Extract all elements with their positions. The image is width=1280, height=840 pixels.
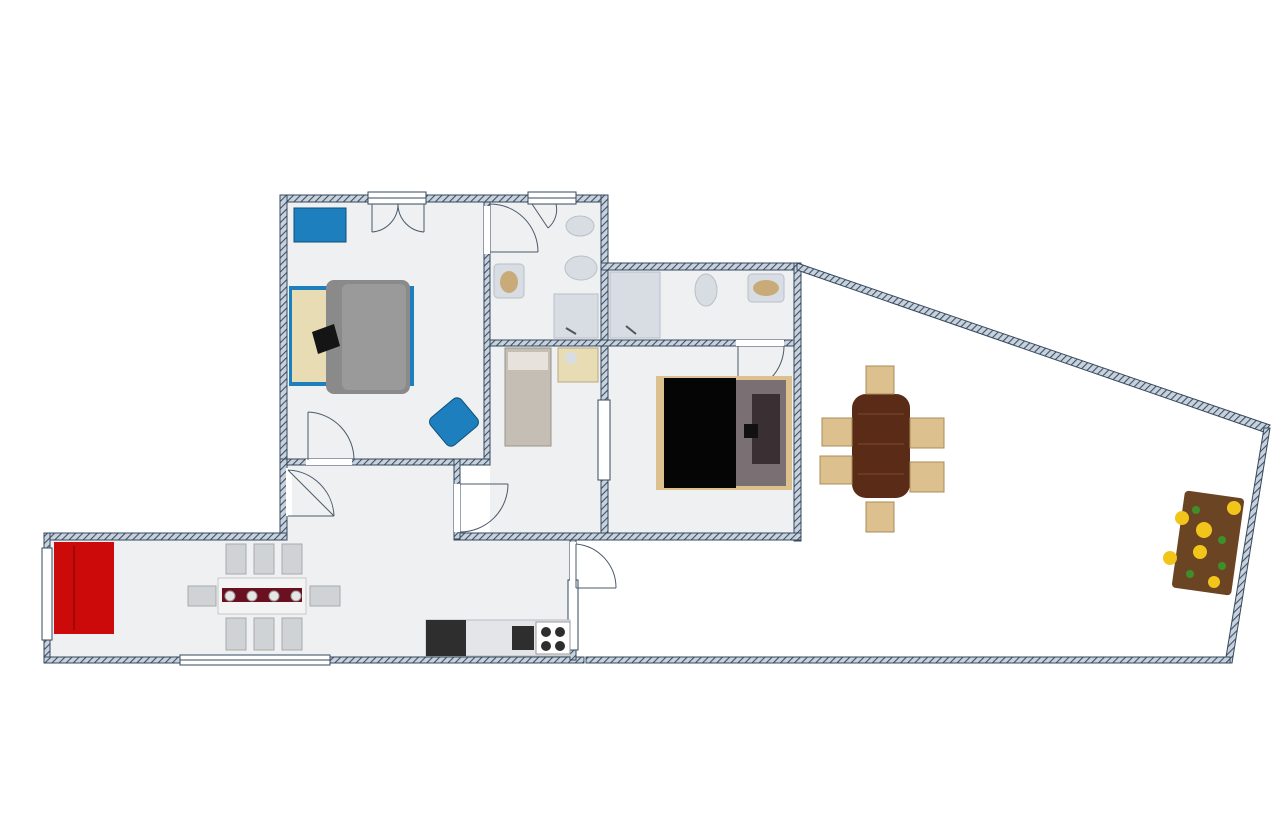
chair-icon <box>225 617 247 651</box>
window-icon <box>597 399 611 481</box>
flower-icon <box>1163 501 1241 588</box>
door-icon <box>371 203 425 233</box>
wall <box>279 458 288 540</box>
chair-icon <box>253 543 275 575</box>
door-icon <box>306 411 355 465</box>
chair-icon <box>819 455 853 485</box>
chair-icon <box>225 543 247 575</box>
dining-table-icon <box>217 577 307 615</box>
door-icon <box>454 483 509 533</box>
sofa-icon <box>54 542 114 634</box>
living-kitchen-furniture <box>54 542 571 657</box>
desk-icon <box>557 347 599 383</box>
wall <box>1224 427 1271 664</box>
chair-icon <box>253 617 275 651</box>
window-icon <box>367 191 427 205</box>
shower-icon <box>553 293 599 339</box>
wall <box>453 532 802 541</box>
windows <box>41 191 611 666</box>
doors <box>286 203 785 589</box>
door-icon <box>286 468 335 517</box>
fridge-icon <box>426 620 466 656</box>
bathroom-1-fixtures <box>493 215 599 339</box>
bathroom-2-fixtures <box>609 271 785 339</box>
wall <box>600 194 609 539</box>
planter-icon <box>1163 490 1245 596</box>
dining-table-icon <box>852 394 910 498</box>
single-bed-icon <box>504 347 552 447</box>
wall <box>600 262 802 271</box>
armchair-icon <box>429 397 479 447</box>
door-icon <box>570 542 617 589</box>
bedroom-1-furniture <box>289 207 479 447</box>
terrace-furniture <box>819 365 1245 596</box>
door-icon <box>484 203 539 254</box>
chair-icon <box>821 417 853 447</box>
shower-icon <box>609 271 661 339</box>
stove-icon <box>535 621 571 655</box>
chair-icon <box>909 417 945 449</box>
toilet-icon <box>564 255 598 281</box>
wall <box>585 656 1231 664</box>
chair-icon <box>865 501 895 533</box>
toilet-icon <box>565 215 595 237</box>
window-icon <box>527 191 577 205</box>
wall <box>43 532 288 541</box>
double-bed-icon <box>289 280 414 394</box>
chair-icon <box>281 617 303 651</box>
chair-icon <box>281 543 303 575</box>
bedroom-2-furniture <box>504 347 599 447</box>
desk-icon <box>293 207 347 243</box>
toilet-icon <box>694 273 718 307</box>
window-icon <box>179 654 331 666</box>
wall <box>793 262 802 542</box>
double-bed-icon <box>656 376 792 490</box>
chair-icon <box>909 461 945 493</box>
chair-icon <box>309 585 341 607</box>
walls <box>43 194 1271 664</box>
bedroom-3-furniture <box>656 376 792 490</box>
wall <box>279 194 288 466</box>
window-icon <box>41 547 53 641</box>
door-icon <box>531 203 558 229</box>
chair-icon <box>865 365 895 395</box>
chair-icon <box>187 585 217 607</box>
sink-icon <box>512 626 534 650</box>
